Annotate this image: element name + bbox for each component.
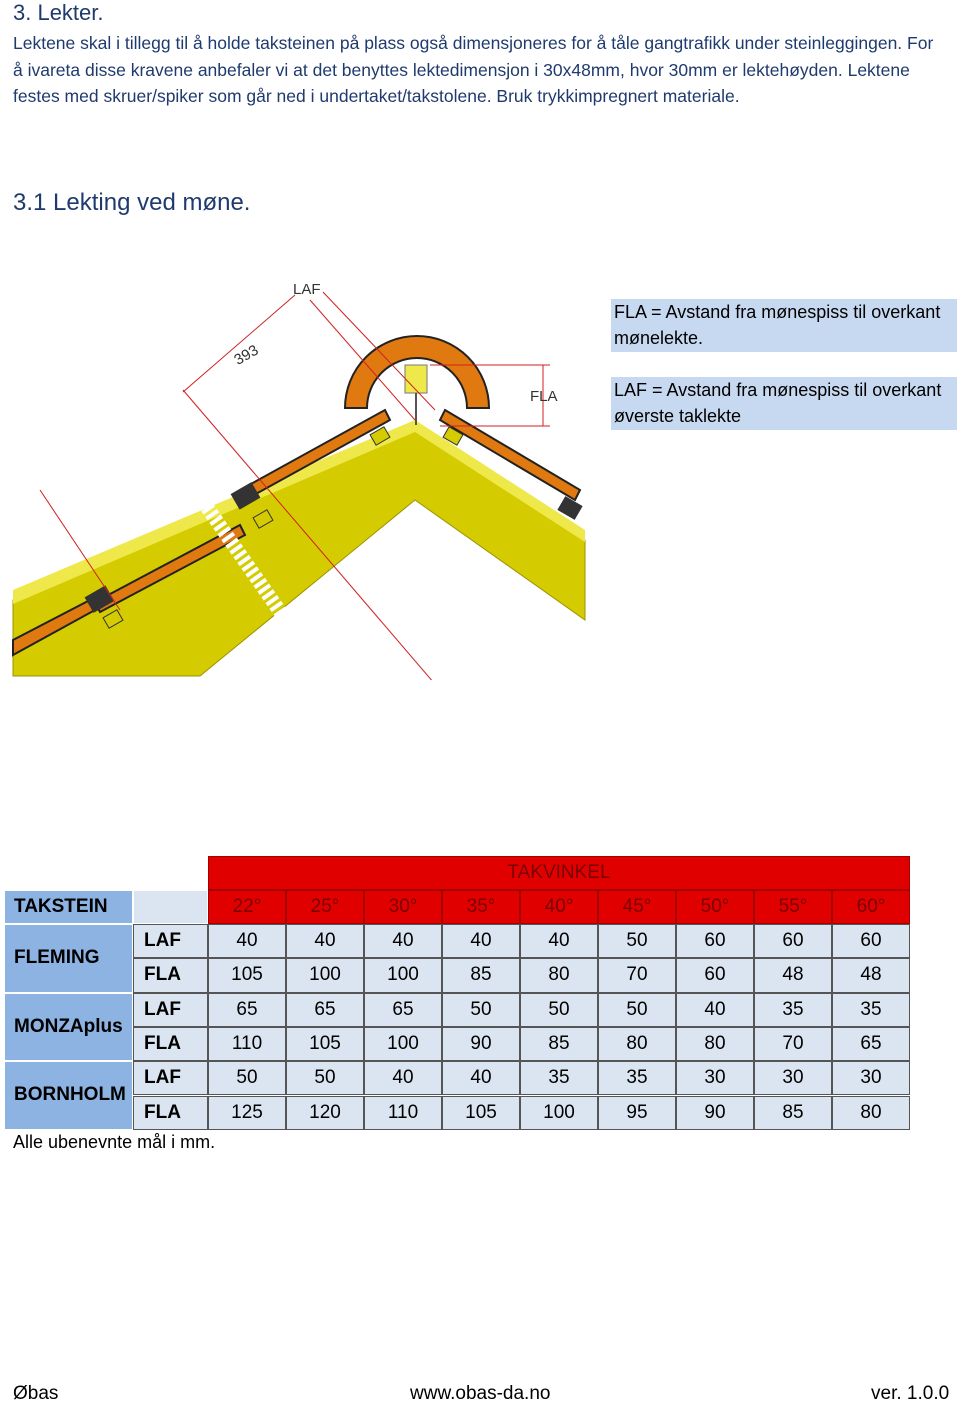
legend-laf: LAF = Avstand fra mønespiss til overkant… (611, 377, 957, 430)
table-cell: 70 (754, 1026, 832, 1062)
table-cell: 50 (598, 992, 676, 1027)
table-cell: 30 (754, 1061, 832, 1096)
takvinkel-header: TAKVINKEL (208, 856, 910, 890)
heading-lekter: 3. Lekter. (13, 0, 104, 25)
tile-name: MONZAplus (4, 992, 133, 1062)
table-cell: 50 (442, 992, 520, 1027)
laf-row-label: LAF (133, 992, 208, 1027)
table-cell: 90 (676, 1095, 754, 1130)
table-cell: 40 (286, 924, 364, 959)
ridge-batten (404, 364, 428, 394)
table-cell: 50 (208, 1061, 286, 1096)
table-cell: 35 (754, 992, 832, 1027)
table-cell: 105 (442, 1095, 520, 1130)
angle-header: 40° (520, 890, 598, 924)
table-cell: 60 (676, 958, 754, 993)
table-cell: 40 (364, 924, 442, 959)
fla-row-label: FLA (133, 958, 208, 993)
table-cell: 40 (364, 1061, 442, 1096)
table-cell: 80 (832, 1095, 910, 1130)
table-cell: 100 (286, 958, 364, 993)
fla-diagram-label: FLA (530, 388, 558, 405)
table-cell: 100 (364, 1026, 442, 1062)
angle-header: 55° (754, 890, 832, 924)
table-cell: 35 (520, 1061, 598, 1096)
table-cell: 110 (364, 1095, 442, 1130)
table-cell: 110 (208, 1026, 286, 1062)
table-cell: 48 (754, 958, 832, 993)
table-cell: 80 (598, 1026, 676, 1062)
angle-header: 30° (364, 890, 442, 924)
tile-name: BORNHOLM (4, 1061, 133, 1130)
table-cell: 65 (208, 992, 286, 1027)
laf-row-label: LAF (133, 924, 208, 959)
table-cell: 65 (832, 1026, 910, 1062)
table-cell: 95 (598, 1095, 676, 1130)
left-roof-tiles (12, 408, 392, 657)
table-cell: 60 (754, 924, 832, 959)
right-roof-tiles (438, 408, 583, 520)
intro-paragraph: Lektene skal i tillegg til å holde takst… (13, 33, 934, 106)
table-cell: 105 (286, 1026, 364, 1062)
footer-left: Øbas (13, 1383, 59, 1404)
angle-header: 50° (676, 890, 754, 924)
table-cell: 40 (442, 1061, 520, 1096)
table-cell: 48 (832, 958, 910, 993)
table-cell: 60 (832, 924, 910, 959)
table-cell: 60 (676, 924, 754, 959)
table-cell: 40 (520, 924, 598, 959)
table-cell: 85 (754, 1095, 832, 1130)
angle-header: 60° (832, 890, 910, 924)
table-cell: 80 (676, 1026, 754, 1062)
table-cell: 100 (520, 1095, 598, 1130)
fla-row-label: FLA (133, 1095, 208, 1130)
table-cell: 35 (598, 1061, 676, 1096)
angle-header: 22° (208, 890, 286, 924)
fla-row-label: FLA (133, 1026, 208, 1062)
takstein-header: TAKSTEIN (4, 890, 133, 924)
angle-header: 25° (286, 890, 364, 924)
laf-diagram-label: LAF (293, 281, 321, 298)
table-cell: 50 (598, 924, 676, 959)
table-cell: 70 (598, 958, 676, 993)
table-cell: 65 (364, 992, 442, 1027)
table-cell: 80 (520, 958, 598, 993)
heading-lekting-ved-mone: 3.1 Lekting ved møne. (13, 189, 251, 216)
table-note: Alle ubenevnte mål i mm. (13, 1132, 216, 1152)
ridge-batten-diagram: LAF 393 FLA (12, 281, 586, 680)
table-cell: 125 (208, 1095, 286, 1130)
table-cell: 105 (208, 958, 286, 993)
footer-version: ver. 1.0.0 (871, 1383, 950, 1404)
table-cell: 120 (286, 1095, 364, 1130)
table-cell: 30 (676, 1061, 754, 1096)
table-cell: 50 (286, 1061, 364, 1096)
roof-truss-top-right (415, 420, 585, 542)
table-cell: 65 (286, 992, 364, 1027)
header-blank-cell (133, 890, 208, 924)
dimension-lines (39, 291, 550, 680)
table-cell: 40 (676, 992, 754, 1027)
footer-website-link[interactable]: www.obas-da.no (410, 1383, 551, 1404)
laf-row-label: LAF (133, 1061, 208, 1096)
legend-fla: FLA = Avstand fra mønespiss til overkant… (611, 299, 957, 352)
table-cell: 40 (208, 924, 286, 959)
table-cell: 90 (442, 1026, 520, 1062)
table-cell: 100 (364, 958, 442, 993)
ridge-tile (343, 335, 491, 409)
table-cell: 35 (832, 992, 910, 1027)
angle-header: 35° (442, 890, 520, 924)
table-cell: 50 (520, 992, 598, 1027)
table-cell: 85 (442, 958, 520, 993)
table-cell: 85 (520, 1026, 598, 1062)
table-cell: 30 (832, 1061, 910, 1096)
angle-header: 45° (598, 890, 676, 924)
table-cell: 40 (442, 924, 520, 959)
tile-name: FLEMING (4, 924, 133, 993)
